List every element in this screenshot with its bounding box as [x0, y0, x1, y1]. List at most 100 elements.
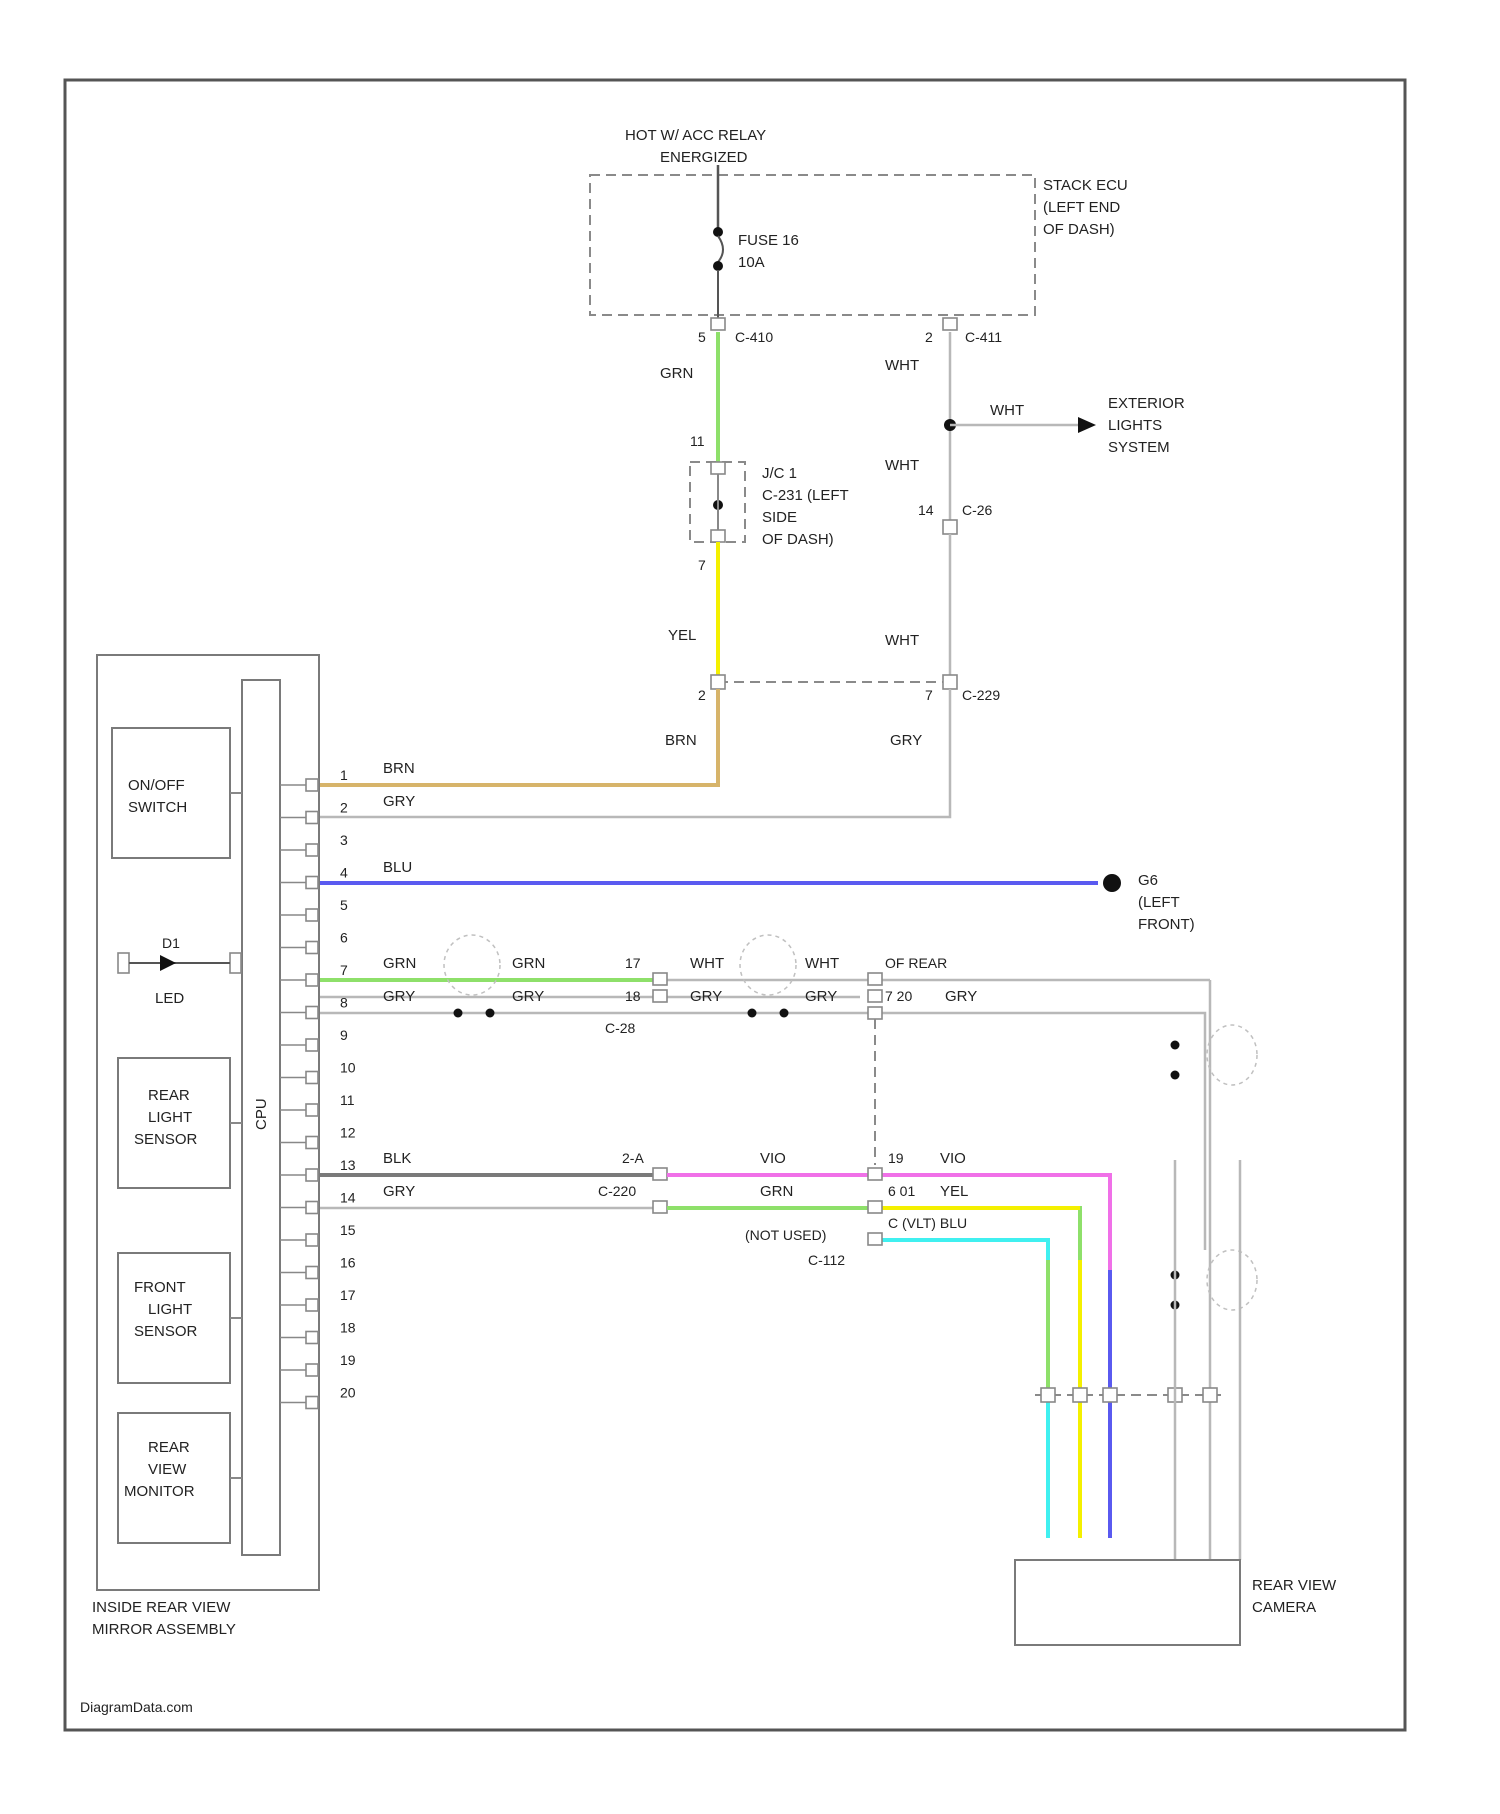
splice-1 — [454, 1009, 463, 1018]
wire-label-grn-5b: GRN — [512, 955, 545, 972]
c112-label: C-112 — [808, 1252, 845, 1268]
shield-ring-1 — [444, 935, 500, 995]
pin-number-17: 17 — [340, 1287, 356, 1303]
wire-label-gry-v: GRY — [890, 732, 922, 749]
stack-ecu-label-3: OF DASH) — [1043, 221, 1115, 238]
c26-pin: 14 — [918, 502, 934, 518]
pin-terminal-13 — [306, 1169, 318, 1181]
pin-terminal-10 — [306, 1072, 318, 1084]
c28-label: C-28 — [605, 1020, 636, 1036]
fuse-icon — [718, 236, 723, 262]
wire-cyan-camera — [875, 1240, 1048, 1538]
c220-label-b: C-220 — [598, 1183, 636, 1199]
front-sensor-label-2: LIGHT — [148, 1301, 192, 1318]
c220c-terminal-b — [868, 1201, 882, 1213]
wire-label-gry-6d: GRY — [805, 988, 837, 1005]
c220b-terminal-b — [653, 1201, 667, 1213]
pin-number-2: 2 — [340, 800, 348, 816]
c28-terminal-a — [653, 973, 667, 985]
shield-ring-3 — [1207, 1025, 1257, 1085]
led-terminal-left — [118, 953, 129, 973]
fuse-label-1: FUSE 16 — [738, 232, 799, 249]
camera-label-1: REAR VIEW — [1252, 1577, 1337, 1594]
pin-number-1: 1 — [340, 767, 348, 783]
wire-label-vlt-blu: C (VLT) BLU — [888, 1215, 967, 1231]
pin-19: 19 — [888, 1150, 904, 1166]
c26-terminal — [943, 520, 957, 534]
wire-label-gry-6a: GRY — [383, 988, 415, 1005]
pin-number-14: 14 — [340, 1190, 356, 1206]
mirror-label-2: MIRROR ASSEMBLY — [92, 1621, 236, 1638]
wire-label-of-rear: OF REAR — [885, 955, 947, 971]
pin-terminal-4 — [306, 877, 318, 889]
exterior-arrow-icon — [1078, 417, 1096, 433]
rear-sensor-label-2: LIGHT — [148, 1109, 192, 1126]
pin-number-9: 9 — [340, 1027, 348, 1043]
wire-label-yel-b: YEL — [940, 1183, 968, 1200]
wire-label-wht-2: WHT — [990, 402, 1024, 419]
stack-ecu-label-1: STACK ECU — [1043, 177, 1128, 194]
pin-2a: 2-A — [622, 1150, 644, 1166]
c220-terminal-a — [868, 973, 882, 985]
pin-number-6: 6 — [340, 930, 348, 946]
led-mark: D1 — [162, 935, 180, 951]
pin-number-7: 7 — [340, 962, 348, 978]
c411-label: C-411 — [965, 329, 1002, 345]
c229-pin-b: 7 — [925, 687, 933, 703]
front-light-sensor-box — [118, 1253, 230, 1383]
led-terminal-right — [230, 953, 241, 973]
wire-label-wht-4: WHT — [885, 632, 919, 649]
pin-terminal-7 — [306, 974, 318, 986]
pin-number-16: 16 — [340, 1255, 356, 1271]
shield-ring-4 — [1207, 1250, 1257, 1310]
c220-terminal-c — [868, 1007, 882, 1019]
stack-ecu-label-2: (LEFT END — [1043, 199, 1120, 216]
pin-terminal-11 — [306, 1104, 318, 1116]
jc-pin-7: 7 — [698, 557, 706, 573]
wire-label-gry-h: GRY — [383, 793, 415, 810]
wire-label-wht-1: WHT — [885, 357, 919, 374]
c410-label: C-410 — [735, 329, 773, 345]
cam-conn-c — [1103, 1388, 1117, 1402]
splice-6 — [1171, 1071, 1180, 1080]
c26-label: C-26 — [962, 502, 993, 518]
onoff-label-2: SWITCH — [128, 799, 187, 816]
wire-label-yel-top: YEL — [668, 627, 696, 644]
pin-terminal-6 — [306, 942, 318, 954]
jc-pin-11: 11 — [690, 433, 705, 449]
wire-label-wht-5b: WHT — [805, 955, 839, 972]
c229-label: C-229 — [962, 687, 1000, 703]
pin-number-3: 3 — [340, 832, 348, 848]
pin-terminal-2 — [306, 812, 318, 824]
c220c-terminal-a — [868, 1168, 882, 1180]
pin-terminal-9 — [306, 1039, 318, 1051]
pin-number-12: 12 — [340, 1125, 356, 1141]
jc1-terminal-out — [711, 530, 725, 542]
c220-pin-7-20: 7 20 — [885, 988, 912, 1004]
pin-number-11: 11 — [340, 1092, 355, 1108]
wire-label-grn-c: GRN — [760, 1183, 793, 1200]
pin-terminal-19 — [306, 1364, 318, 1376]
jc1-label-3: SIDE — [762, 509, 797, 526]
wire-grn-camera — [667, 1208, 1080, 1538]
pin-terminal-15 — [306, 1234, 318, 1246]
pin-number-15: 15 — [340, 1222, 356, 1238]
wire-label-gry-6e: GRY — [945, 988, 977, 1005]
c410-terminal — [711, 318, 725, 330]
ground-label-2: (LEFT — [1138, 894, 1180, 911]
pin-number-20: 20 — [340, 1385, 356, 1401]
wire-label-gry-6b: GRY — [512, 988, 544, 1005]
pin-number-5: 5 — [340, 897, 348, 913]
c410-pin: 5 — [698, 329, 706, 345]
pin-terminal-17 — [306, 1299, 318, 1311]
pin-terminal-5 — [306, 909, 318, 921]
c411-terminal — [943, 318, 957, 330]
front-sensor-label-1: FRONT — [134, 1279, 186, 1296]
camera-label-2: CAMERA — [1252, 1599, 1316, 1616]
jc1-label-2: C-231 (LEFT — [762, 487, 849, 504]
pin-number-18: 18 — [340, 1320, 356, 1336]
pin-terminal-3 — [306, 844, 318, 856]
wire-label-gry-12: GRY — [383, 1183, 415, 1200]
mirror-label-1: INSIDE REAR VIEW — [92, 1599, 231, 1616]
